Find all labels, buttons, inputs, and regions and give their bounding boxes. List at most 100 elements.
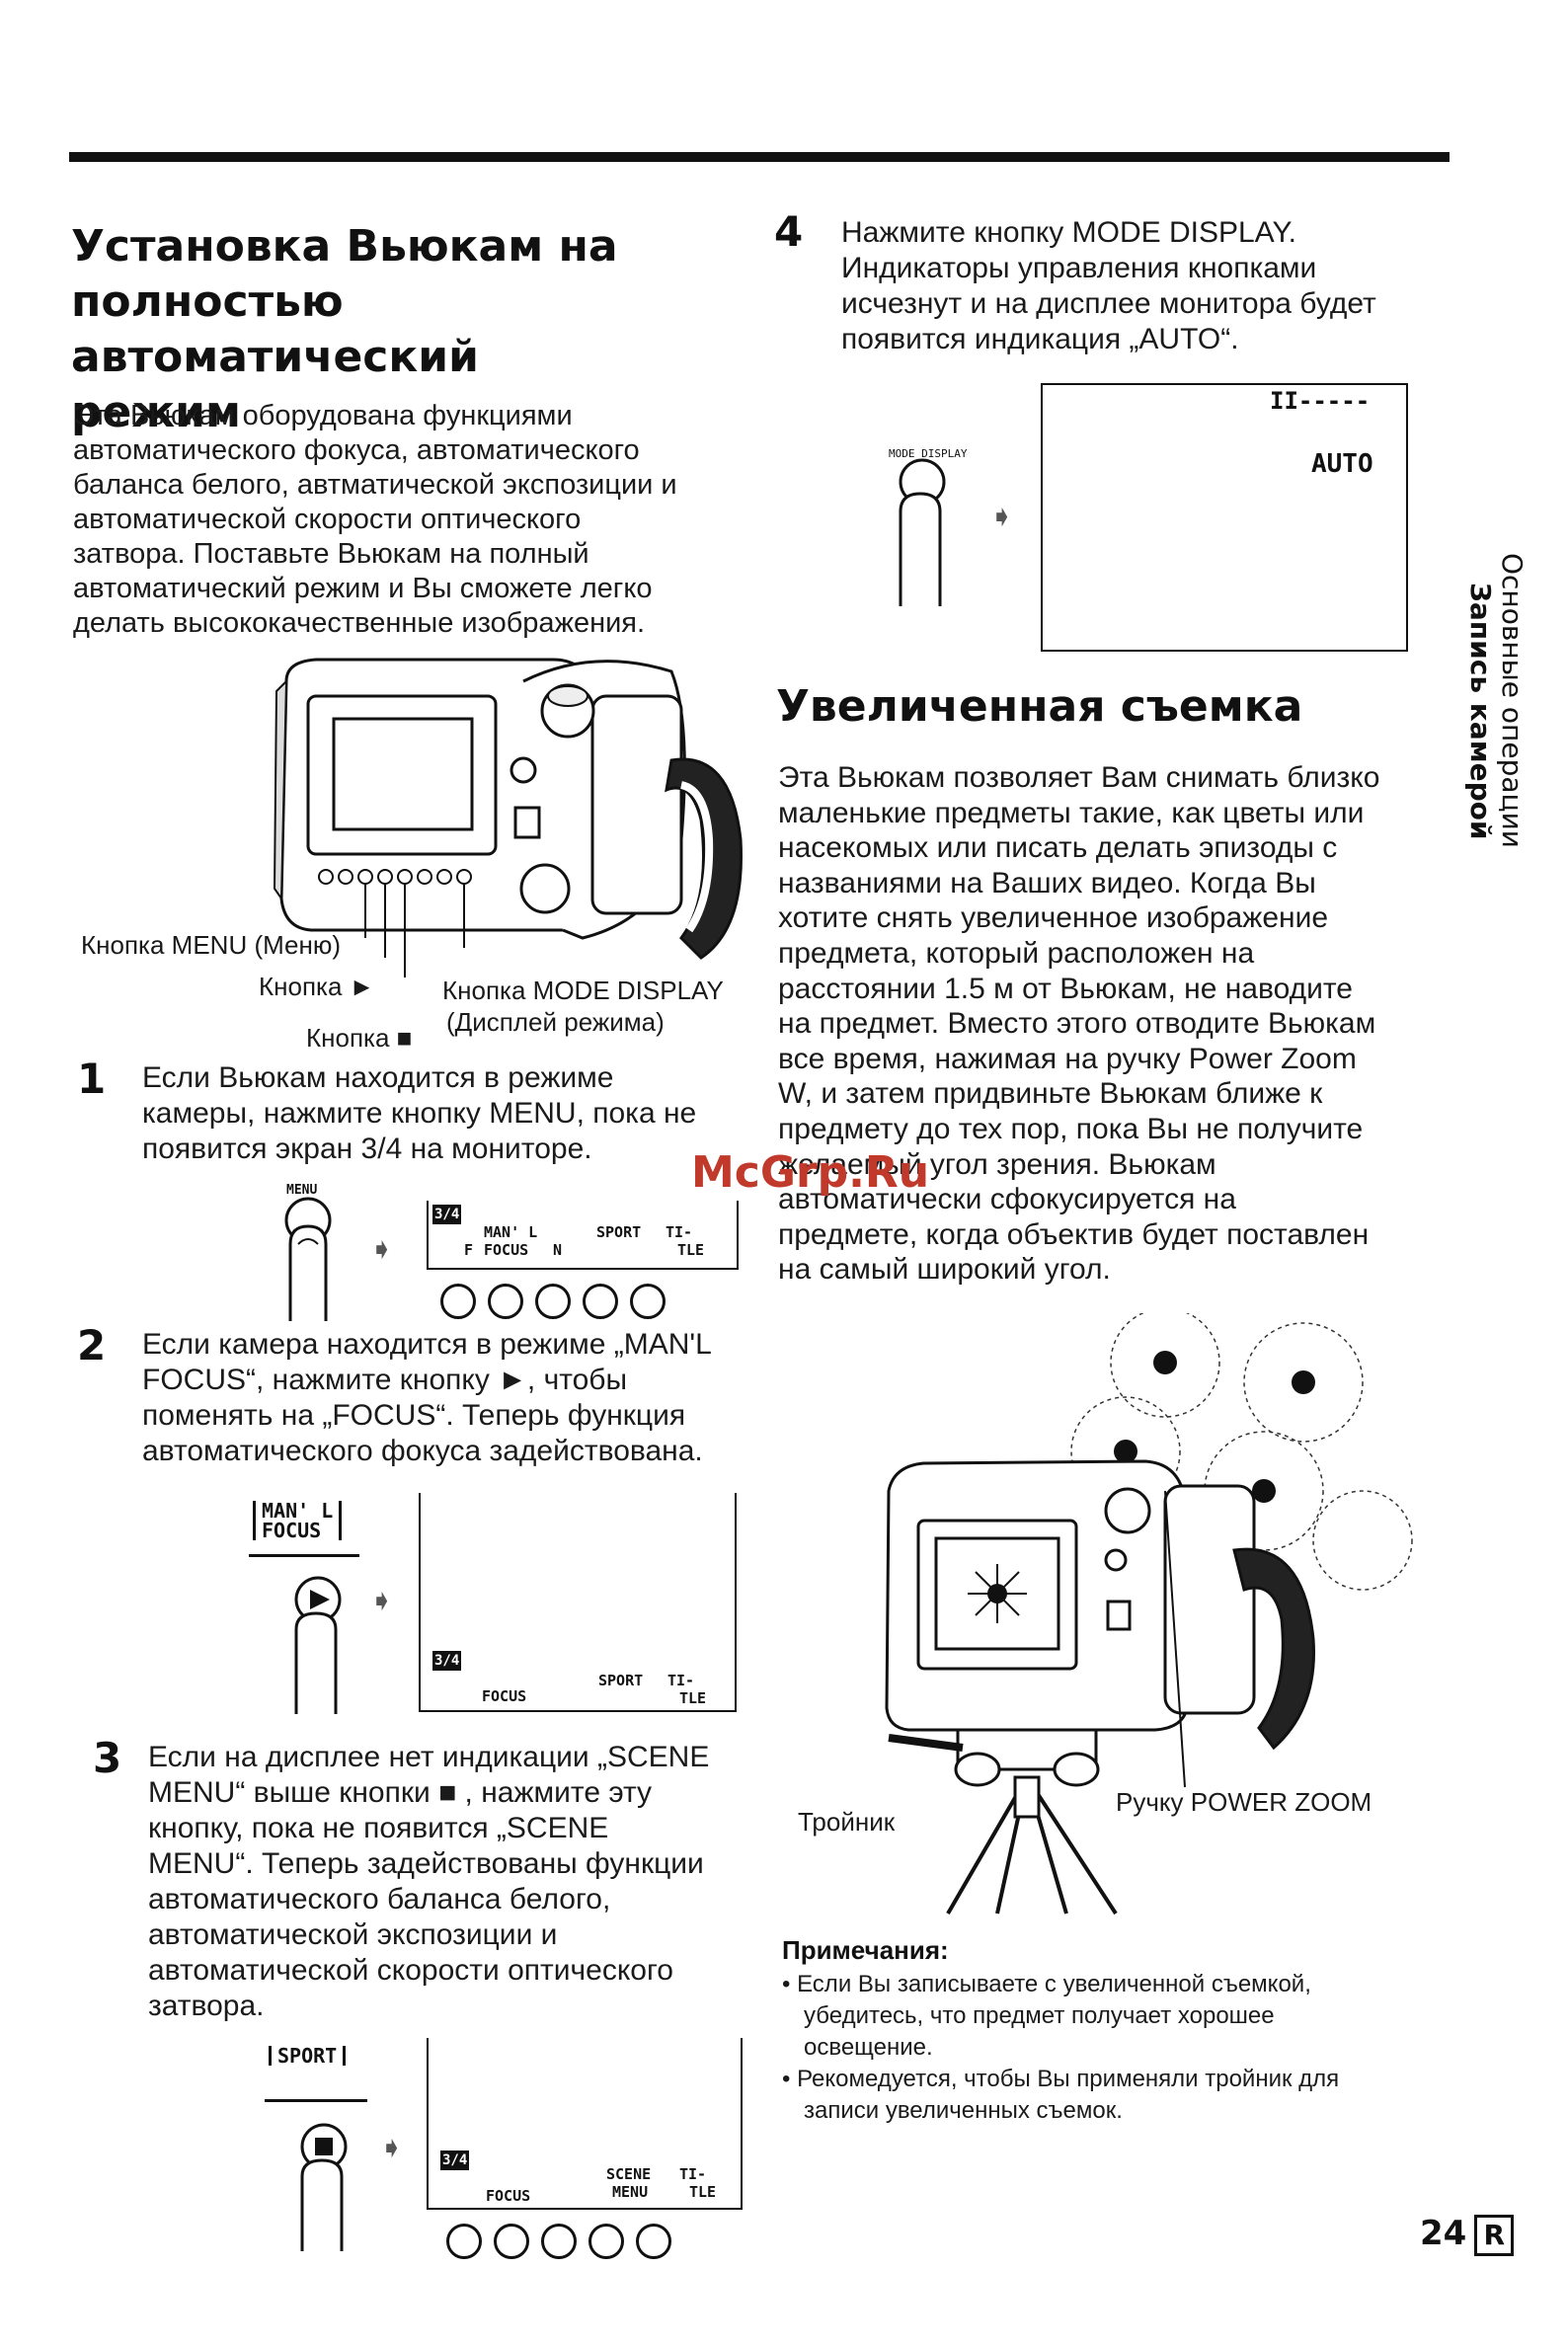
fast-forward-button-icon xyxy=(541,2224,577,2259)
section2-title: Увеличенная съемка xyxy=(776,681,1303,732)
play-button-icon xyxy=(488,1284,523,1319)
body-line: маленькие предметы такие, как цветы или xyxy=(778,796,1365,829)
step-line: поменять на „FOCUS“. Теперь функция xyxy=(142,1399,686,1432)
step-number: 3 xyxy=(93,1734,122,1782)
auto-label: AUTO xyxy=(1311,449,1373,479)
intro-line: Эта Вьюкам оборудована функциями xyxy=(73,400,573,431)
body-line: автоматически сфокусируется на xyxy=(778,1183,1236,1216)
power-zoom-label: Ручку POWER ZOOM xyxy=(1116,1787,1372,1817)
control-buttons-row xyxy=(446,2224,683,2264)
step-1-text: Если Вьюкам находится в режиме камеры, н… xyxy=(142,1060,754,1167)
menu-button-label: Кнопка MENU (Меню) xyxy=(81,930,342,960)
mode-display-button-label: Кнопка MODE DISPLAY xyxy=(442,976,724,1005)
control-buttons-row xyxy=(440,1284,677,1324)
page-number-value: 24 xyxy=(1420,2214,1467,2253)
sport-label: SPORT xyxy=(598,1672,644,1689)
ti-label: TI- xyxy=(679,2165,707,2183)
language-letter-box: R xyxy=(1474,2214,1515,2256)
manl-focus-indicator: MAN' L FOCUS xyxy=(253,1499,343,1540)
intro-line: затвора. Поставьте Вьюкам на полный xyxy=(73,538,589,570)
play-button-label: Кнопка ► xyxy=(259,972,375,1001)
step-line: исчезнут и на дисплее монитора будет xyxy=(841,287,1376,320)
arrow-icon: ➧ xyxy=(369,1585,395,1617)
sport-text: SPORT xyxy=(277,2044,338,2068)
top-rule xyxy=(69,152,1450,162)
tripod-label: Тройник xyxy=(798,1807,896,1837)
body-line: насекомых или писать делать эпизоды с xyxy=(778,831,1338,865)
sidebar-section-label: Основные операции Запись камерой xyxy=(1464,553,1548,869)
step-line: кнопку, пока не появится „SCENE xyxy=(148,1812,609,1844)
step-line: Если камера находится в режиме „MAN'L xyxy=(142,1328,712,1361)
menu-screen: 3/4 MAN' L F FOCUS N SPORT TI- TLE xyxy=(427,1201,739,1270)
tle-label: TLE xyxy=(689,2183,717,2201)
f-label: F xyxy=(464,1241,474,1259)
ti-label: TI- xyxy=(666,1223,693,1241)
fast-forward-button-icon xyxy=(535,1284,571,1319)
note-line: записи увеличенных съемок. xyxy=(804,2097,1123,2124)
body-line: желаемый угол зрения. Вьюкам xyxy=(778,1147,1216,1181)
frame-button-icon xyxy=(636,2224,671,2259)
body-line: хотите снять увеличенное изображение xyxy=(778,901,1329,935)
focus-screen: 3/4 FOCUS SPORT TI- TLE xyxy=(419,1493,737,1712)
note-item: • Рекомедуется, чтобы Вы применяли тройн… xyxy=(782,2064,1453,2127)
finger-press-play-icon xyxy=(294,1576,342,1714)
arrow-icon: ➧ xyxy=(379,2132,405,2164)
arrow-icon: ➧ xyxy=(369,1233,395,1266)
title-line: полностью автоматический xyxy=(71,276,479,382)
body-line: предмету до тех пор, пока Вы не получите xyxy=(778,1112,1364,1145)
note-item: • Если Вы записываете с увеличенной съем… xyxy=(782,1969,1453,2064)
frame-button-icon xyxy=(630,1284,666,1319)
note-line: убедитесь, что предмет получает хорошее xyxy=(804,2002,1275,2029)
tle-label: TLE xyxy=(677,1241,705,1259)
finger-press-menu-icon xyxy=(284,1197,332,1321)
badge-3-4: 3/4 xyxy=(440,2150,470,2170)
body-line: названиями на Ваших видео. Когда Вы xyxy=(778,866,1316,899)
step-2-text: Если камера находится в режиме „MAN'L FO… xyxy=(142,1327,754,1469)
focus-label: FOCUS xyxy=(484,1241,529,1259)
note-line: освещение. xyxy=(804,2034,933,2061)
intro-line: автоматической скорости оптического xyxy=(73,504,582,535)
stop-button-icon xyxy=(588,2224,624,2259)
manl-text: MAN' L xyxy=(262,1499,334,1523)
focus-label: FOCUS xyxy=(482,1687,527,1705)
step-line: камеры, нажмите кнопку MENU, пока не xyxy=(142,1097,697,1130)
step-line: автоматической скорости оптического xyxy=(148,1954,673,1987)
badge-3-4: 3/4 xyxy=(432,1205,462,1224)
step-line: автоматического фокуса задействована. xyxy=(142,1435,703,1467)
rewind-button-icon xyxy=(440,1284,476,1319)
step-line: автоматической экспозиции и xyxy=(148,1918,558,1951)
step-line: появится экран 3/4 на мониторе. xyxy=(142,1133,592,1165)
step-line: Индикаторы управления кнопками xyxy=(841,252,1317,284)
intro-paragraph: Эта Вьюкам оборудована функциями автомат… xyxy=(73,399,754,641)
menu-small-label: MENU xyxy=(286,1183,318,1198)
rewind-button-icon xyxy=(446,2224,482,2259)
play-button-icon xyxy=(494,2224,529,2259)
mode-display-small-label: MODE DISPLAY xyxy=(889,447,968,460)
section2-paragraph: Эта Вьюкам позволяет Вам снимать близко … xyxy=(778,760,1459,1288)
mode-display-sub-label: (Дисплей режима) xyxy=(446,1007,665,1037)
intro-line: автоматического фокуса, автоматического xyxy=(73,434,640,466)
step-4-text: Нажмите кнопку MODE DISPLAY. Индикаторы … xyxy=(841,215,1434,357)
body-line: на предмет. Вместо этого отводите Вьюкам xyxy=(778,1007,1376,1041)
step-line: затвора. xyxy=(148,1990,265,2022)
indicator-underline xyxy=(265,2099,367,2102)
sport-indicator: SPORT xyxy=(269,2044,347,2068)
stop-button-label: Кнопка ■ xyxy=(306,1023,413,1053)
step-line: автоматического баланса белого, xyxy=(148,1883,611,1916)
title-line: режим xyxy=(71,387,241,437)
step-line: Если на дисплее нет индикации „SCENE xyxy=(148,1741,710,1773)
step-line: Нажмите кнопку MODE DISPLAY. xyxy=(841,216,1296,249)
camera-illustration xyxy=(273,658,743,978)
stop-button-icon xyxy=(583,1284,618,1319)
ti-label: TI- xyxy=(667,1672,695,1689)
body-line: все время, нажимая на ручку Power Zoom xyxy=(778,1042,1357,1075)
badge-3-4: 3/4 xyxy=(432,1651,462,1671)
body-line: на самый широкий угол. xyxy=(778,1253,1111,1287)
intro-line: автоматический режим и Вы сможете легко xyxy=(73,573,653,604)
step-line: MENU“ выше кнопки ■ , нажмите эту xyxy=(148,1776,653,1809)
notes-title: Примечания: xyxy=(782,1935,949,1965)
watermark: McGrp.Ru xyxy=(691,1147,930,1198)
scene-label: SCENE xyxy=(606,2165,652,2183)
body-line: предмета, который расположен на xyxy=(778,936,1255,970)
